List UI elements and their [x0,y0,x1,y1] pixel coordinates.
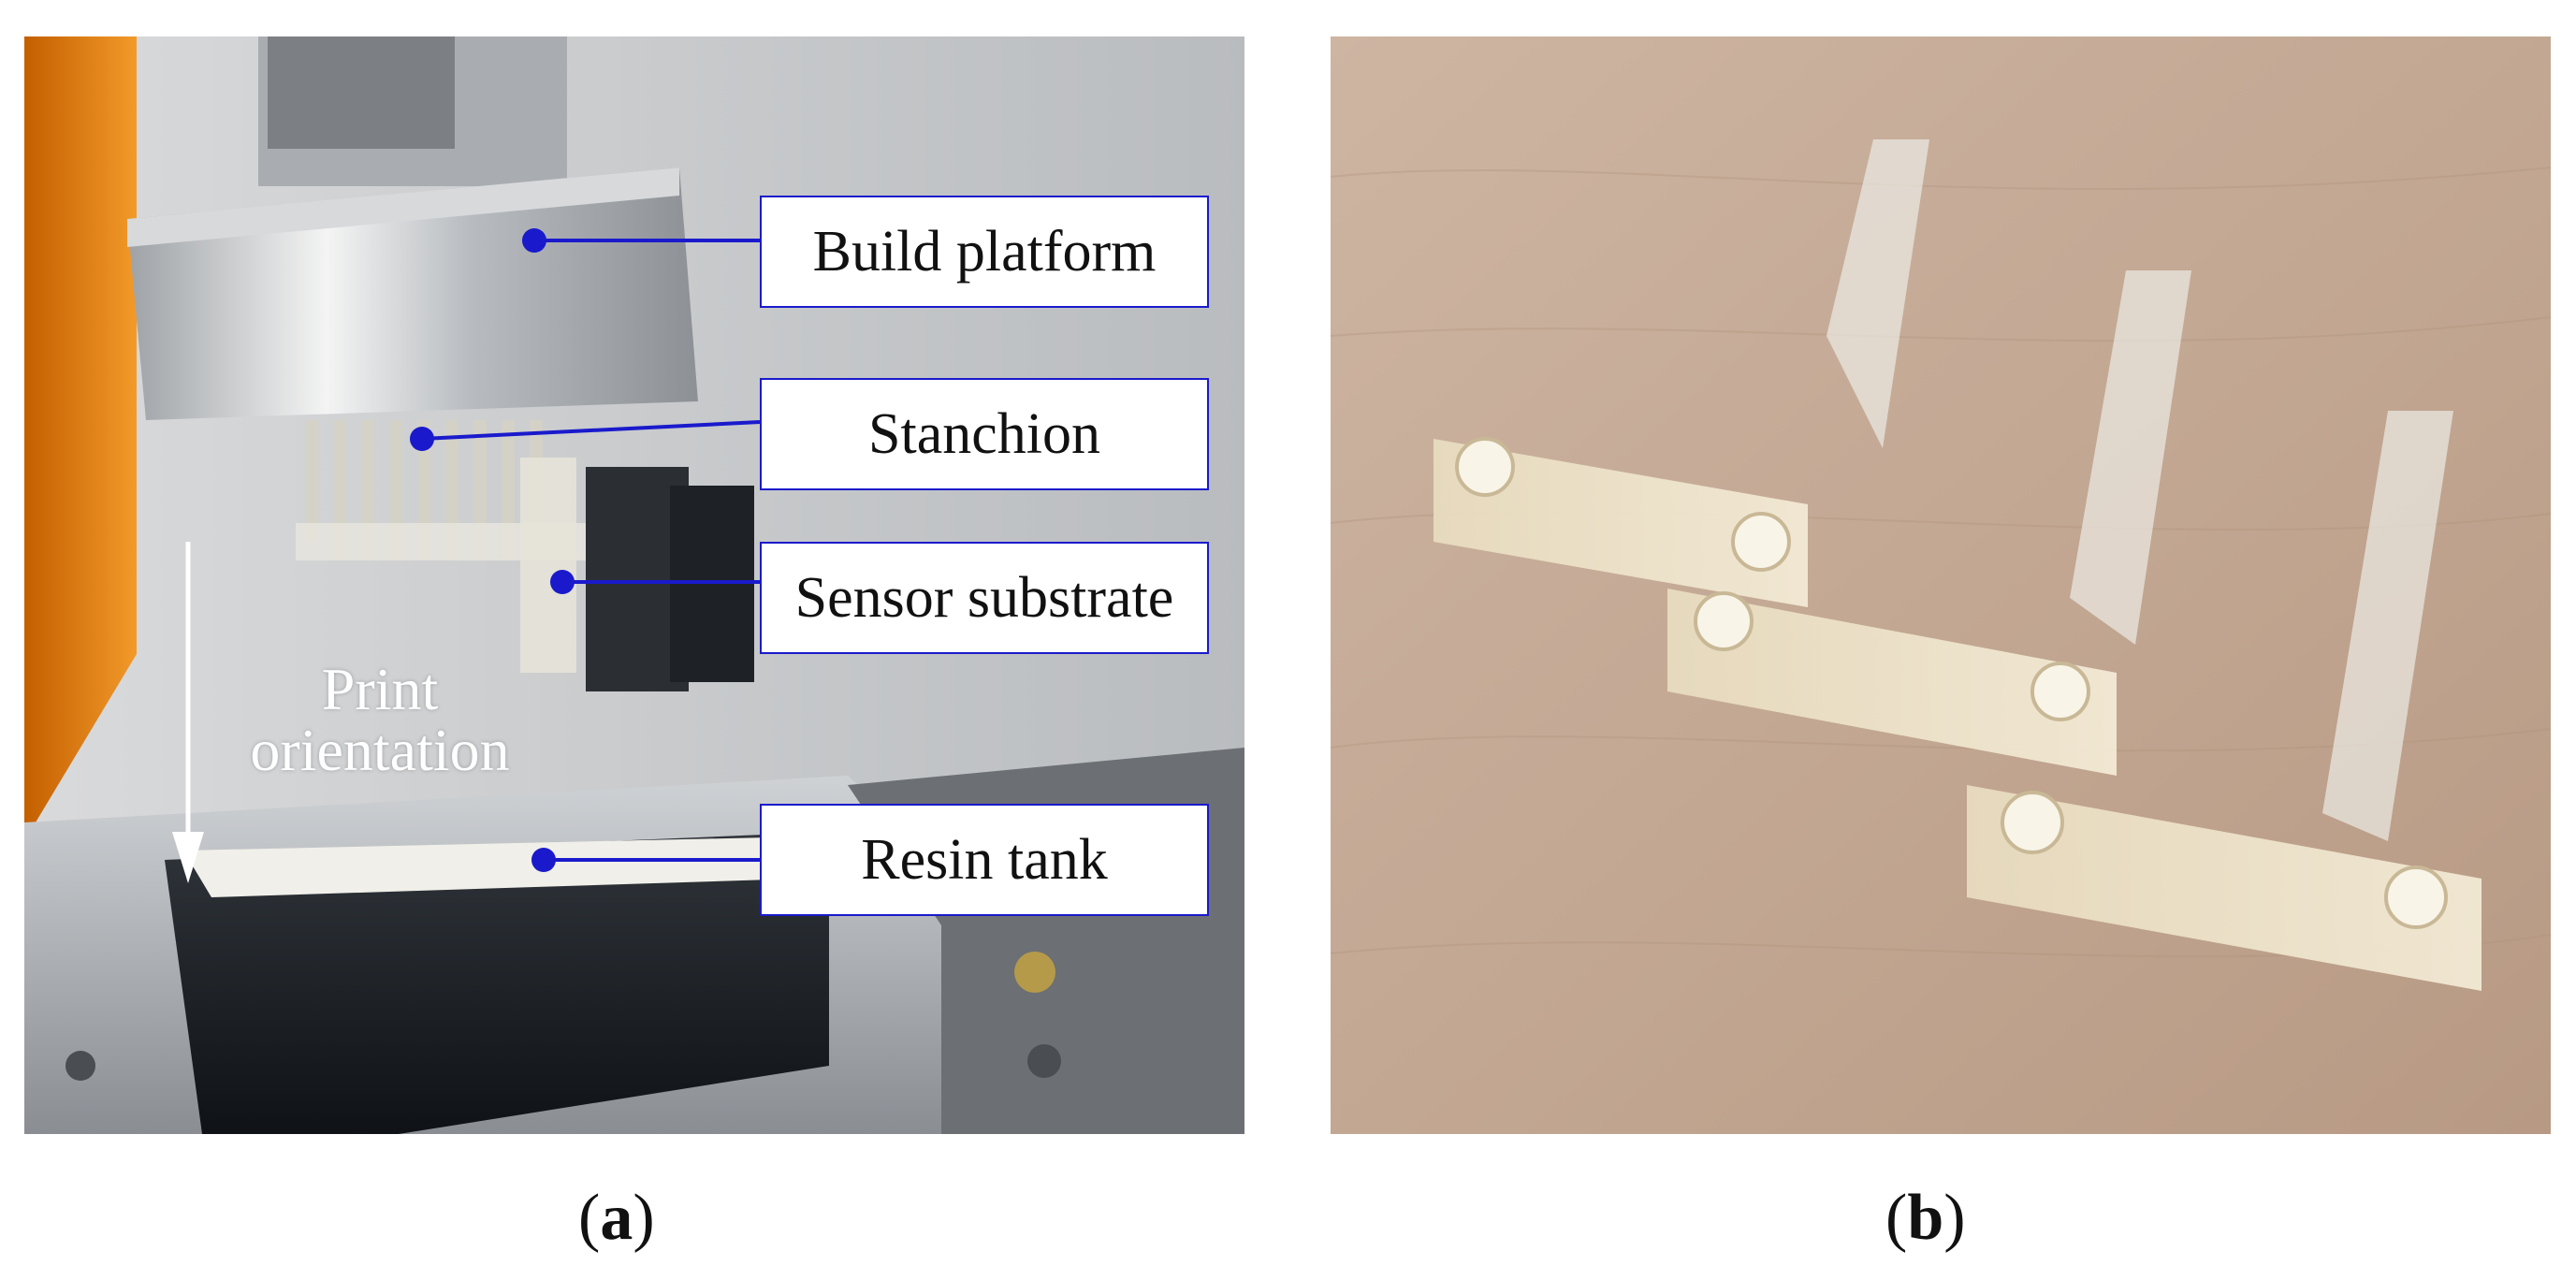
printed-parts-illustration [1331,36,2551,1134]
caption-b-open: ( [1885,1182,1908,1254]
build-platform-label: Build platform [760,196,1209,308]
caption-a-letter: a [600,1182,633,1254]
caption-b: (b) [1885,1181,1966,1256]
print-orientation-line2: orientation [250,717,510,784]
stanchion-label: Stanchion [760,378,1209,490]
sensor-substrate-label: Sensor substrate [760,542,1209,654]
caption-a-open: ( [578,1182,601,1254]
caption-b-letter: b [1907,1182,1944,1254]
caption-a: (a) [578,1181,655,1256]
photo-printed-parts-panel [1331,36,2551,1134]
resin-tank-label: Resin tank [760,804,1209,916]
caption-b-close: ) [1943,1182,1966,1254]
print-orientation-label: Print orientation [202,659,558,781]
caption-a-close: ) [633,1182,655,1254]
photo-printer-panel: Build platform Stanchion Sensor substrat… [24,36,1244,1134]
orange-cover [24,36,137,841]
print-orientation-line1: Print [321,656,439,722]
